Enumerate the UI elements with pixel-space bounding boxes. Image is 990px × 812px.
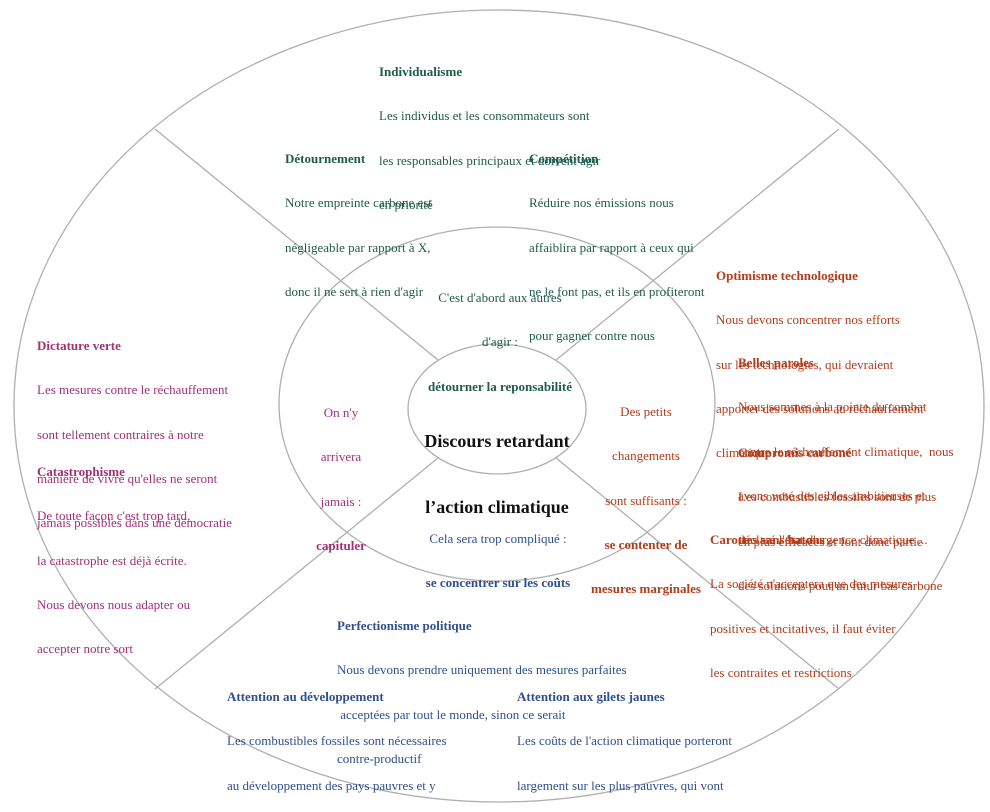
discourse-heading: Compétition xyxy=(529,151,599,167)
discourse-carottes-sans-batons: Carottes sans batons La société n'accept… xyxy=(710,532,913,680)
discourse-heading: Détournement xyxy=(285,151,366,167)
discourse-heading: Optimisme technologique xyxy=(716,268,858,284)
discourse-heading: Catastrophisme xyxy=(37,464,125,480)
diagram-title-line2: l’action climatique xyxy=(425,497,569,517)
discourse-heading: Attention au développement xyxy=(227,689,384,705)
discourse-heading: Compromis carboné xyxy=(738,445,852,461)
outer-ellipse xyxy=(13,9,985,803)
discourse-catastrophisme: Catastrophisme De toute façon c'est trop… xyxy=(37,464,191,656)
discourse-attention-developpement: Attention au développement Les combustib… xyxy=(227,689,447,793)
inner-ellipse xyxy=(407,343,587,475)
discourse-optimisme-technologique: Optimisme technologique Nous devons conc… xyxy=(716,268,924,460)
discourse-competition: Compétition Réduire nos émissions nous a… xyxy=(529,151,705,343)
discourse-detournement: Détournement Notre empreinte carbone est… xyxy=(285,151,432,299)
discourse-heading: Perfectionisme politique xyxy=(337,618,472,634)
discourse-belles-paroles: Belles paroles Nous sommes à la pointe d… xyxy=(738,355,954,547)
divider-line-top-right xyxy=(555,128,840,361)
divider-line-bottom-left xyxy=(154,457,439,690)
discourse-dictature-verte: Dictature verte Les mesures contre le ré… xyxy=(37,338,232,530)
discourse-heading: Individualisme xyxy=(379,64,463,80)
quadrant-label-right: Des petits changements sont suffisants :… xyxy=(591,404,701,596)
middle-ellipse xyxy=(278,226,716,582)
discourse-attention-gilets-jaunes: Attention aux gilets jaunes Les coûts de… xyxy=(517,689,732,793)
divider-line-top-left xyxy=(154,128,439,361)
quadrant-label-bottom: Cela sera trop compliqué : se concentrer… xyxy=(425,531,571,591)
discourse-compromis-carbone: Compromis carboné Les combustibles fossi… xyxy=(738,445,943,593)
quadrant-label-left: On n'y arrivera jamais : capituler xyxy=(316,405,366,553)
discourse-perfectionisme-politique: Perfectionisme politique Nous devons pre… xyxy=(337,618,627,766)
discourse-individualisme: Individualisme Les individus et les cons… xyxy=(379,64,601,212)
discourse-heading: Carottes sans batons xyxy=(710,532,825,548)
discourse-heading: Belles paroles xyxy=(738,355,814,371)
discourse-heading: Attention aux gilets jaunes xyxy=(517,689,665,705)
diagram-title: Discours retardant l’action climatique xyxy=(424,386,569,562)
divider-line-bottom-right xyxy=(555,457,840,690)
quadrant-label-top: C'est d'abord aux autres d'agir : détour… xyxy=(428,290,572,394)
discourse-heading: Dictature verte xyxy=(37,338,121,354)
diagram-title-line1: Discours retardant xyxy=(424,431,570,451)
